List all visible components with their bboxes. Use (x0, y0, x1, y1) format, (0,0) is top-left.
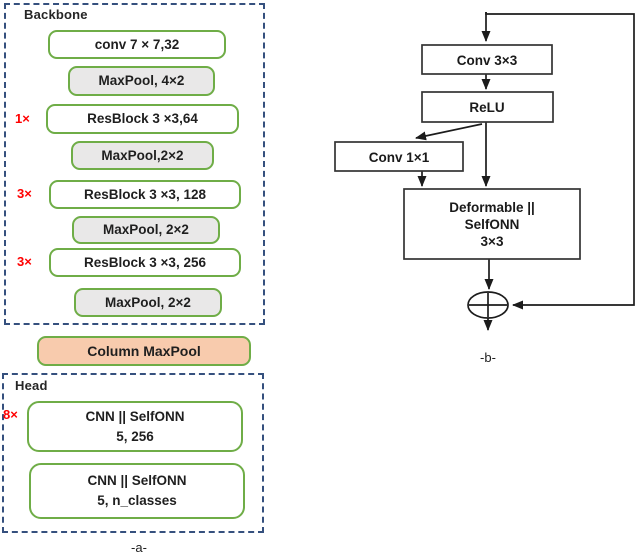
layer-box-resblock128: ResBlock 3 ×3, 128 (49, 180, 241, 209)
flow-box-relu (421, 91, 554, 123)
head-group-frame (2, 373, 264, 533)
multiplier-resblock64: 1× (15, 111, 30, 126)
layer-box-maxpool-4: MaxPool, 2×2 (74, 288, 222, 317)
head-box-line2: 5, 256 (116, 428, 154, 444)
head-box-cnn-selfonn-nclasses: CNN || SelfONN 5, n_classes (29, 463, 245, 519)
layer-box-maxpool-1: MaxPool, 4×2 (68, 66, 215, 96)
head-box-line1: CNN || SelfONN (87, 473, 187, 489)
column-maxpool-box: Column MaxPool (37, 336, 251, 366)
flow-box-deformable-line2: SelfONN (465, 217, 520, 232)
layer-box-resblock64: ResBlock 3 ×3,64 (46, 104, 239, 134)
backbone-title: Backbone (24, 7, 88, 22)
head-box-line2: 5, n_classes (97, 493, 177, 508)
head-box-cnn-selfonn-256: CNN || SelfONN 5, 256 (27, 401, 243, 452)
flow-box-conv3-label: Conv 3×3 (457, 53, 518, 68)
flow-box-deformable (403, 188, 581, 260)
flow-box-deformable-line1: Deformable || (449, 200, 535, 215)
flow-box-conv1-label: Conv 1×1 (369, 150, 430, 165)
head-title: Head (15, 378, 48, 393)
flow-box-deformable-line3: 3×3 (481, 234, 504, 249)
flow-box-conv3 (421, 44, 553, 75)
layer-box-conv7x7: conv 7 × 7,32 (48, 30, 226, 59)
caption-b: -b- (480, 350, 496, 365)
flow-box-relu-label: ReLU (469, 100, 504, 115)
multiplier-head: 8× (3, 407, 18, 422)
flow-box-conv1 (334, 141, 464, 172)
caption-a: -a- (131, 540, 147, 553)
layer-box-resblock256: ResBlock 3 ×3, 256 (49, 248, 241, 277)
head-box-line1: CNN || SelfONN (85, 408, 185, 424)
multiplier-resblock128: 3× (17, 186, 32, 201)
backbone-group-frame (4, 3, 265, 325)
arrow-relu-to-conv1 (415, 123, 483, 141)
multiplier-resblock256: 3× (17, 254, 32, 269)
layer-box-maxpool-2: MaxPool,2×2 (71, 141, 214, 170)
layer-box-maxpool-3: MaxPool, 2×2 (72, 216, 220, 244)
adder-node (467, 291, 509, 319)
